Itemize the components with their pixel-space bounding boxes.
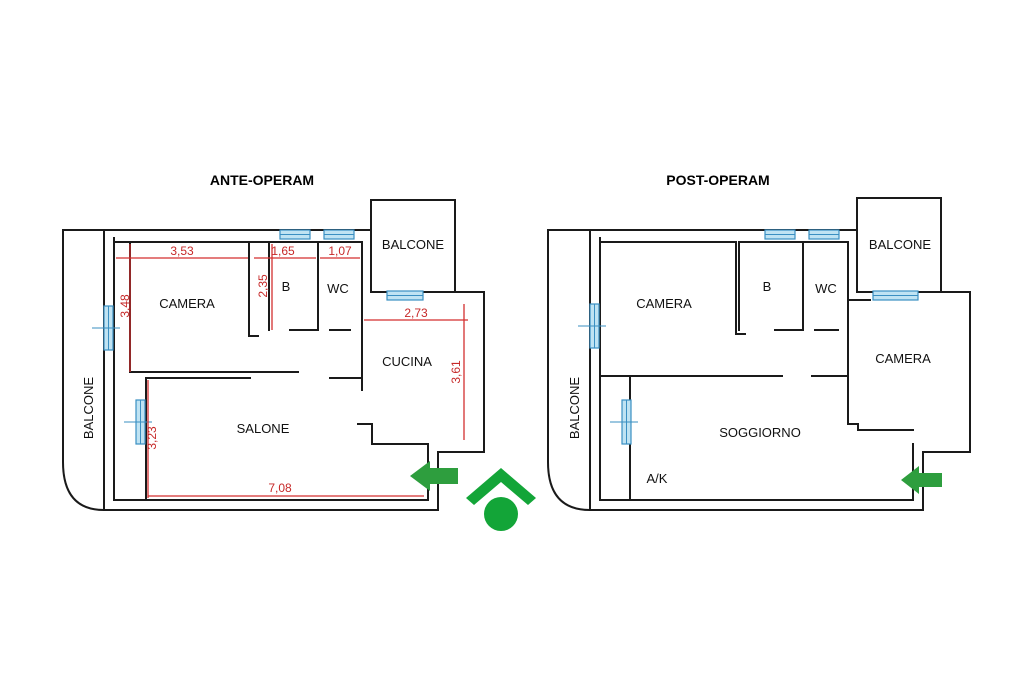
- window-top-camera: [279, 229, 311, 240]
- dim-camera-depth: 3,48: [118, 294, 132, 318]
- room-label-salone: SALONE: [237, 421, 290, 436]
- window-camera-right-post: [872, 290, 919, 301]
- entrance-arrow-icon: [410, 461, 458, 491]
- balcony-wall: [370, 199, 388, 293]
- dim-wc-width: 1,07: [328, 244, 352, 258]
- dim-kitchen-depth: 3,61: [449, 360, 463, 384]
- wc-wall-post: [774, 241, 804, 331]
- camera-right-wall: [248, 241, 259, 337]
- dim-salone-width: 7,08: [268, 481, 292, 495]
- entrance-arrow-icon-post: [901, 466, 942, 494]
- window-soggiorno-side-post: [610, 399, 638, 445]
- dim-bagno-depth: 2,35: [256, 274, 270, 298]
- room-label-camera: CAMERA: [159, 296, 215, 311]
- window-camera-side-post: [578, 303, 606, 349]
- room-label-camera-right: CAMERA: [875, 351, 931, 366]
- side-balcony-outline: [62, 229, 106, 512]
- room-label-camera-left: CAMERA: [636, 296, 692, 311]
- window-top-wc: [323, 229, 355, 240]
- window-top-camera-post: [764, 229, 796, 240]
- side-balcony-outline-post: [547, 229, 592, 512]
- dim-kitchen-width: 2,73: [404, 306, 428, 320]
- room-label-cucina: CUCINA: [382, 354, 432, 369]
- dimension-lines: [116, 244, 468, 498]
- inner-frame-post: [599, 237, 914, 501]
- room-label-wc-post: WC: [815, 281, 837, 296]
- kitchen-left-wall: [329, 299, 363, 391]
- room-label-ak: A/K: [647, 471, 668, 486]
- room-label-balcone-side: BALCONE: [81, 377, 96, 439]
- window-salone-side: [124, 399, 152, 445]
- inner-frame-left: [113, 237, 429, 501]
- balcony-wall-post: [856, 197, 874, 293]
- room-label-wc: WC: [327, 281, 349, 296]
- ante-operam-plan: ANTE-OPERAM: [62, 172, 485, 512]
- room-label-balcone-side-post: BALCONE: [567, 377, 582, 439]
- room-label-bagno-post: B: [763, 279, 772, 294]
- kitchen-bottom-wall: [357, 423, 429, 445]
- dim-salone-depth: 3,23: [145, 426, 159, 450]
- room-label-balcone-top: BALCONE: [382, 237, 444, 252]
- dim-bagno-width: 1,65: [271, 244, 295, 258]
- window-top-wc-post: [808, 229, 840, 240]
- room-label-balcone-top-post: BALCONE: [869, 237, 931, 252]
- window-camera-side: [92, 305, 120, 351]
- dim-camera-width: 3,53: [170, 244, 194, 258]
- room-label-soggiorno: SOGGIORNO: [719, 425, 801, 440]
- camera-left-right-wall-post: [735, 241, 746, 335]
- room-label-bagno: B: [282, 279, 291, 294]
- ante-operam-title: ANTE-OPERAM: [210, 172, 314, 188]
- wc-wall: [289, 241, 319, 331]
- window-kitchen: [386, 290, 424, 301]
- camera-right-walls-post: [847, 299, 914, 431]
- green-house-logo-icon: [466, 468, 536, 531]
- post-operam-title: POST-OPERAM: [666, 172, 769, 188]
- post-operam-plan: POST-OPERAM: [547, 172, 971, 512]
